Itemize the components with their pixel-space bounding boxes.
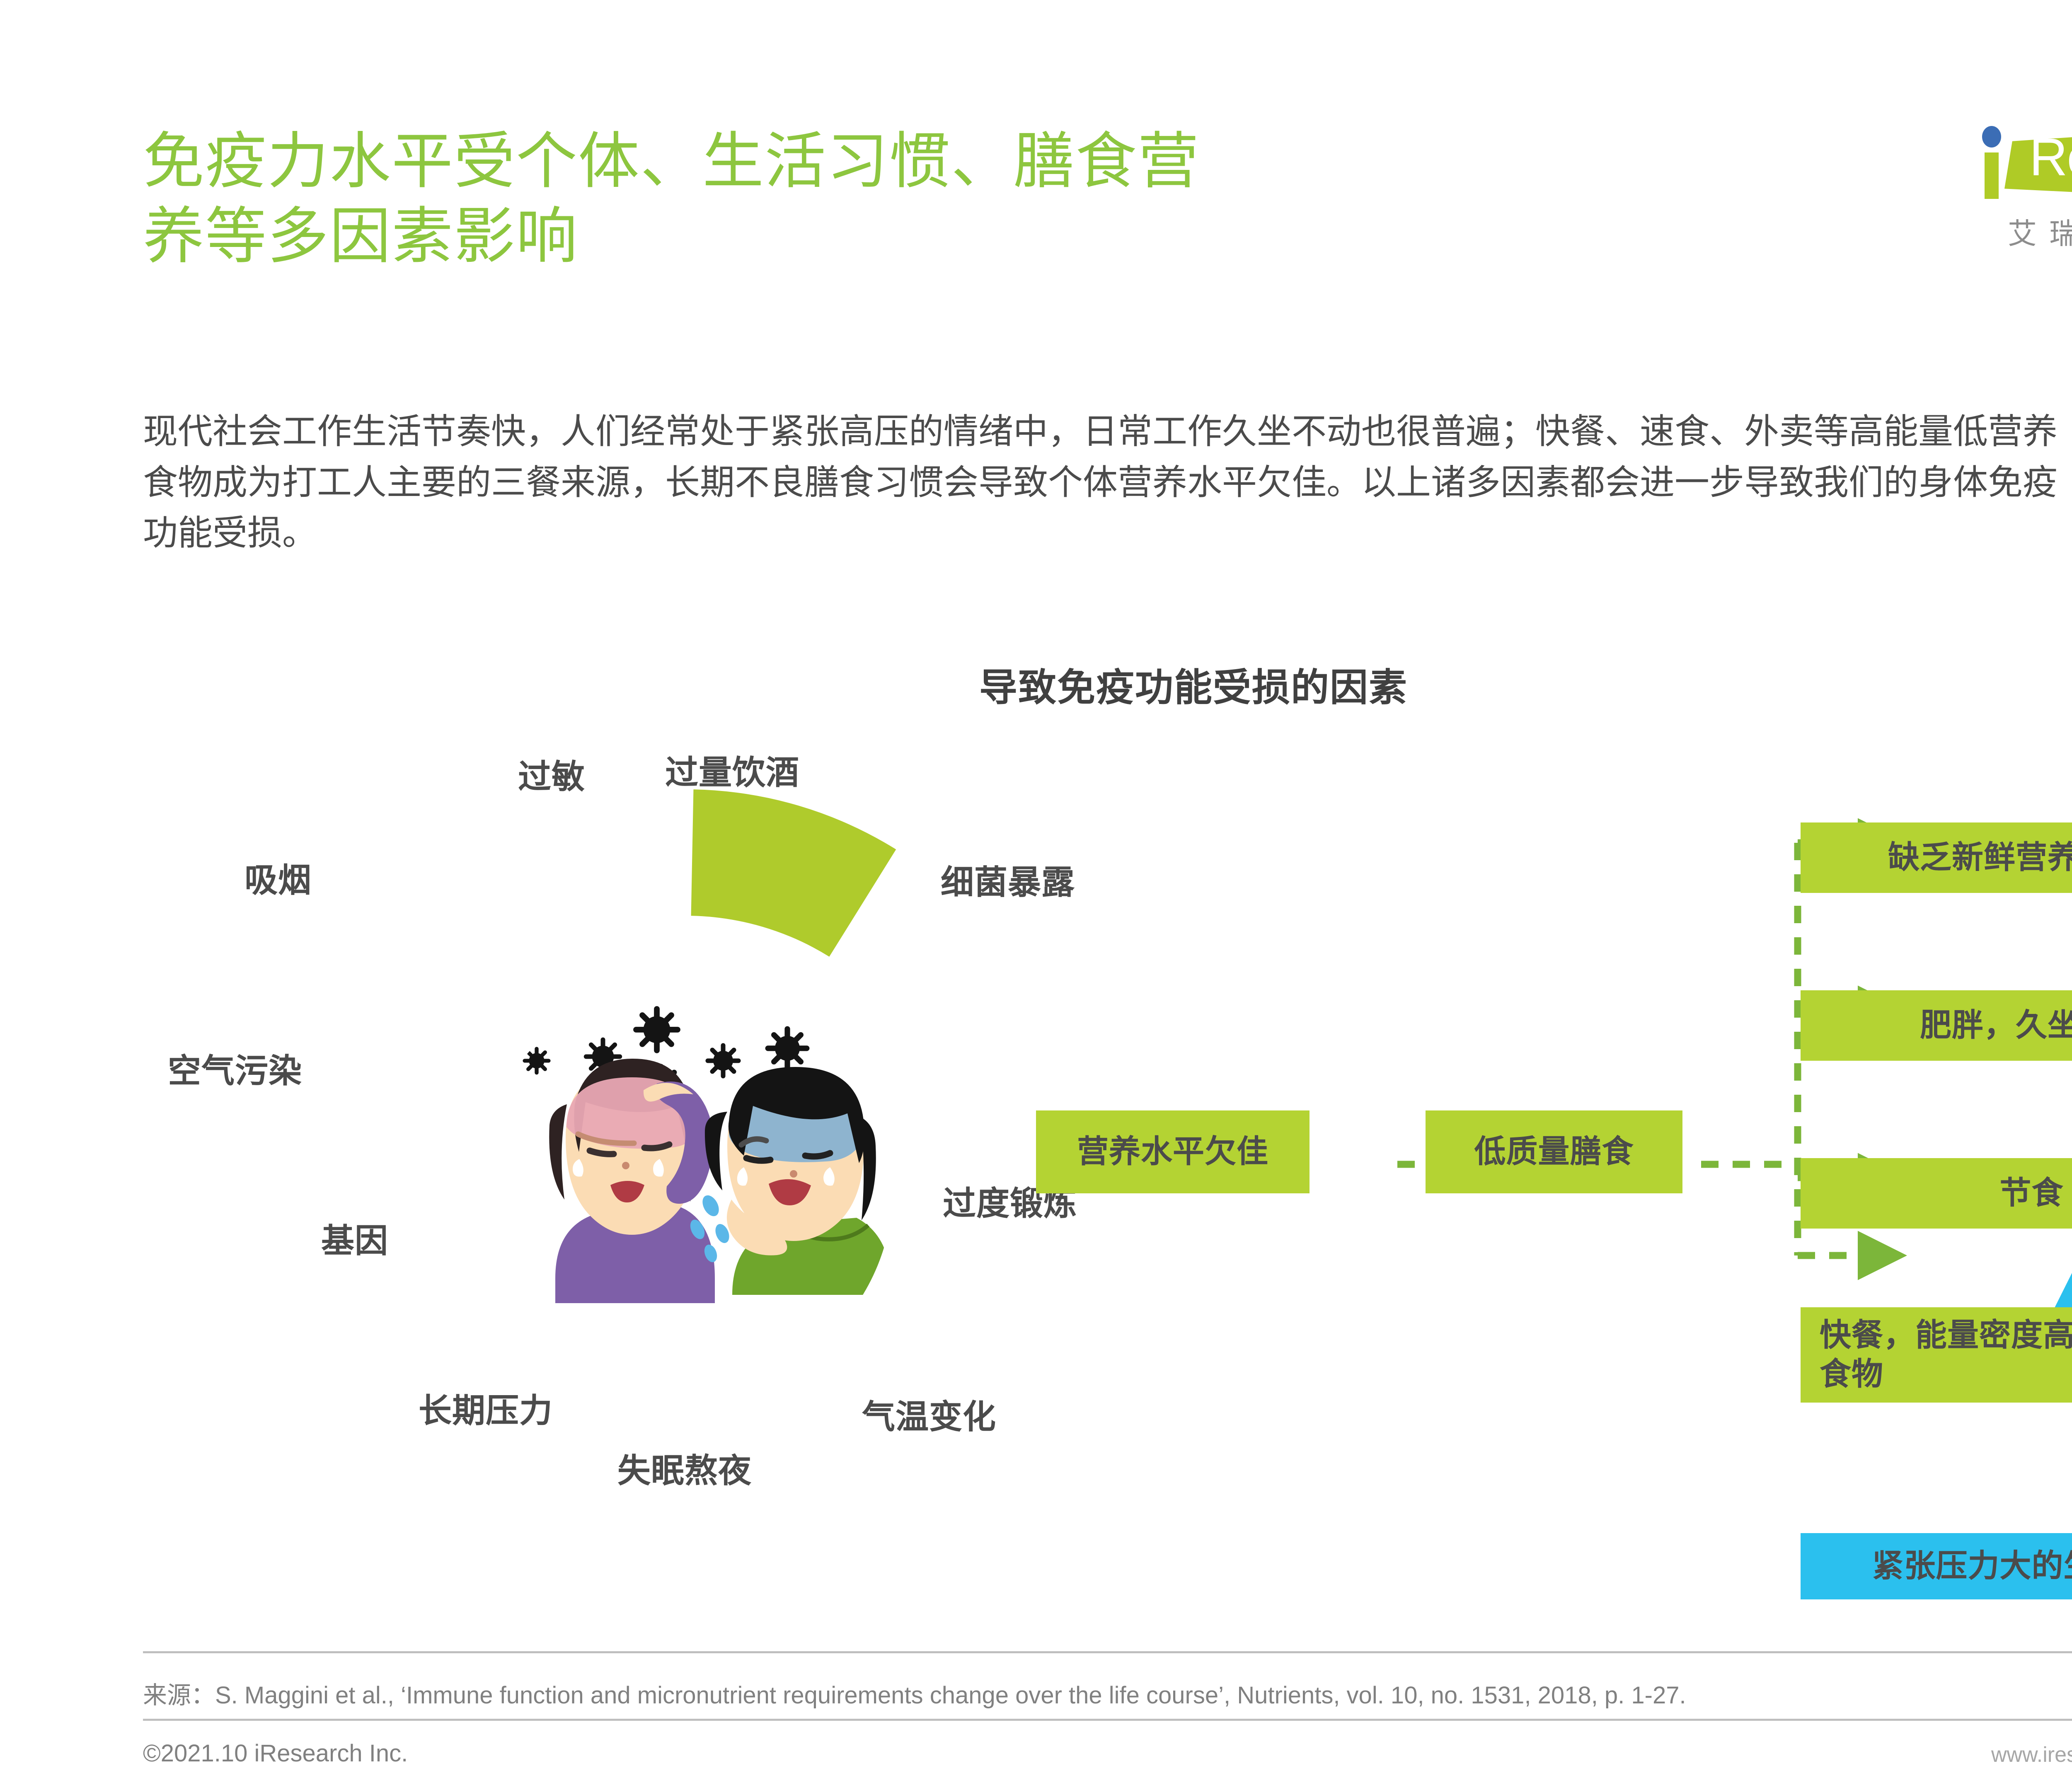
sick-man-figure xyxy=(690,1067,891,1295)
page-title-line-2: 养等多因素影响 xyxy=(143,202,578,271)
flow-box-secondary[interactable]: 低质量膳食 xyxy=(1426,1110,1682,1193)
page-title-line-1: 免疫力水平受个体、生活习惯、膳食营 xyxy=(143,127,1200,196)
logo-i-dot-icon xyxy=(1982,126,2001,148)
iresearch-logo: Research 艾瑞咨询 xyxy=(1979,120,2072,257)
wheel-label-genes: 基因 xyxy=(321,1222,388,1259)
sick-woman-figure xyxy=(549,1059,715,1303)
chart-title: 导致免疫功能受损的因素 xyxy=(979,667,1408,709)
ring-segments xyxy=(691,789,896,957)
source-citation: 来源：S. Maggini et al., ‘Immune function a… xyxy=(143,1682,1686,1709)
flow-box-stressful-lifestyle[interactable]: 紧张压力大的生活方式 xyxy=(1801,1533,2072,1599)
website-url[interactable]: www.iresearch.com.cn xyxy=(1991,1743,2072,1767)
wheel-label-allergy: 过敏 xyxy=(518,758,585,795)
flow-box-branch-dieting[interactable]: 节食 xyxy=(1801,1158,2072,1229)
illustration-svg xyxy=(523,1006,891,1303)
wheel-label-temperature: 气温变化 xyxy=(862,1398,996,1435)
intro-paragraph: 现代社会工作生活节奏快，人们经常处于紧张高压的情绪中，日常工作久坐不动也很普遍；… xyxy=(143,412,2058,553)
wheel-label-smoking: 吸烟 xyxy=(244,862,312,899)
ring-segment-0[interactable] xyxy=(691,789,896,957)
flow-box-branch-obesity-sedentary[interactable]: 肥胖，久坐不动 xyxy=(1801,990,2072,1061)
wheel-label-chronic-stress: 长期压力 xyxy=(419,1392,553,1429)
copyright-text: ©2021.10 iResearch Inc. xyxy=(143,1740,408,1767)
page-title: 免疫力水平受个体、生活习惯、膳食营 养等多因素影响 xyxy=(143,124,1966,274)
flow-box-branch-lack-fresh-food[interactable]: 缺乏新鲜营养的食物 xyxy=(1801,822,2072,893)
sick-people-illustration xyxy=(479,980,893,1394)
wheel-label-bacteria: 细菌暴露 xyxy=(941,864,1075,901)
wheel-label-alcohol: 过量饮酒 xyxy=(665,754,799,791)
logo-wordmark: Research xyxy=(2029,128,2072,187)
footer-rule-top xyxy=(143,1651,2072,1653)
wheel-label-air-pollution: 空气污染 xyxy=(168,1052,302,1089)
logo-i-stem-icon xyxy=(1985,152,1999,199)
wheel-label-insomnia: 失眠熬夜 xyxy=(617,1452,752,1489)
footer-rule-bottom xyxy=(143,1719,2072,1721)
logo-chinese-name: 艾瑞咨询 xyxy=(2008,218,2072,250)
flow-box-branch-fast-food[interactable]: 快餐，能量密度高但缺乏营养的食物 xyxy=(1801,1307,2072,1403)
factor-wheel: 过敏 过量饮酒 细菌暴露 过度锻炼 气温变化 失眠熬夜 长期压力 基因 空气污染… xyxy=(168,754,1086,1587)
donut-ring-svg xyxy=(691,789,896,957)
cough-droplets-icon xyxy=(690,1195,729,1263)
flow-box-primary[interactable]: 营养水平欠佳 xyxy=(1036,1110,1310,1193)
logo-mark: Research xyxy=(1979,120,2072,205)
